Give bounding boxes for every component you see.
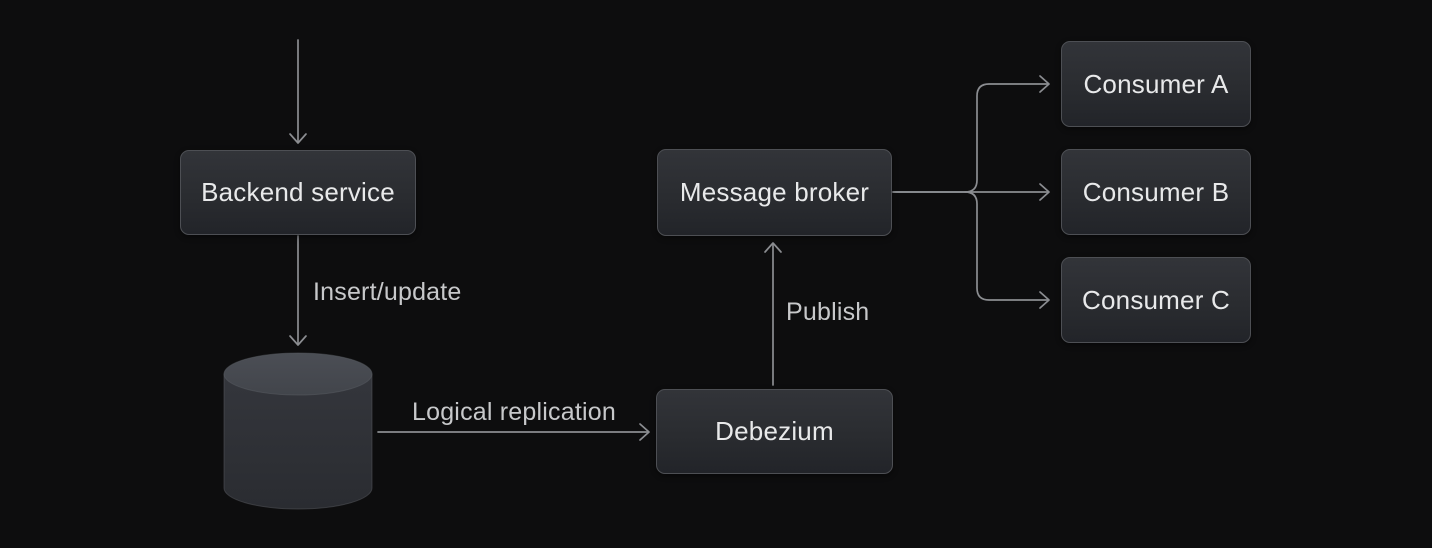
edge-label-logical-replication: Logical replication bbox=[412, 398, 616, 426]
arrowhead-right-icon bbox=[1039, 75, 1050, 93]
node-message-broker: Message broker bbox=[657, 149, 892, 236]
edge-logical-replication bbox=[377, 423, 650, 441]
edge-fanout-consumer-a bbox=[892, 75, 1050, 193]
node-consumer-b: Consumer B bbox=[1061, 149, 1251, 235]
node-message-broker-label: Message broker bbox=[679, 177, 870, 207]
edge-fanout-consumer-b bbox=[892, 183, 1050, 201]
edge-publish bbox=[764, 242, 782, 386]
node-debezium: Debezium bbox=[656, 389, 893, 474]
node-debezium-label: Debezium bbox=[715, 416, 834, 446]
arrowhead-up-icon bbox=[764, 242, 782, 253]
node-consumer-a-label: Consumer A bbox=[1083, 68, 1229, 99]
arrowhead-down-icon bbox=[289, 133, 307, 144]
arrowhead-right-icon bbox=[1039, 291, 1050, 309]
edge-incoming-request bbox=[289, 39, 307, 144]
arrowhead-right-icon bbox=[639, 423, 650, 441]
node-consumer-c: Consumer C bbox=[1061, 257, 1251, 343]
arrowhead-right-icon bbox=[1039, 183, 1050, 201]
edge-label-publish: Publish bbox=[786, 298, 870, 326]
node-consumer-b-label: Consumer B bbox=[1082, 176, 1230, 207]
edge-insert-update bbox=[289, 235, 307, 346]
edge-label-insert-update: Insert/update bbox=[313, 278, 462, 306]
node-consumer-c-label: Consumer C bbox=[1082, 284, 1230, 315]
database-cylinder-icon bbox=[223, 352, 373, 510]
node-backend-service: Backend service bbox=[180, 150, 416, 235]
node-consumer-a: Consumer A bbox=[1061, 41, 1251, 127]
arrowhead-down-icon bbox=[289, 335, 307, 346]
edge-fanout-consumer-c bbox=[964, 191, 1050, 309]
node-backend-service-label: Backend service bbox=[201, 177, 395, 207]
